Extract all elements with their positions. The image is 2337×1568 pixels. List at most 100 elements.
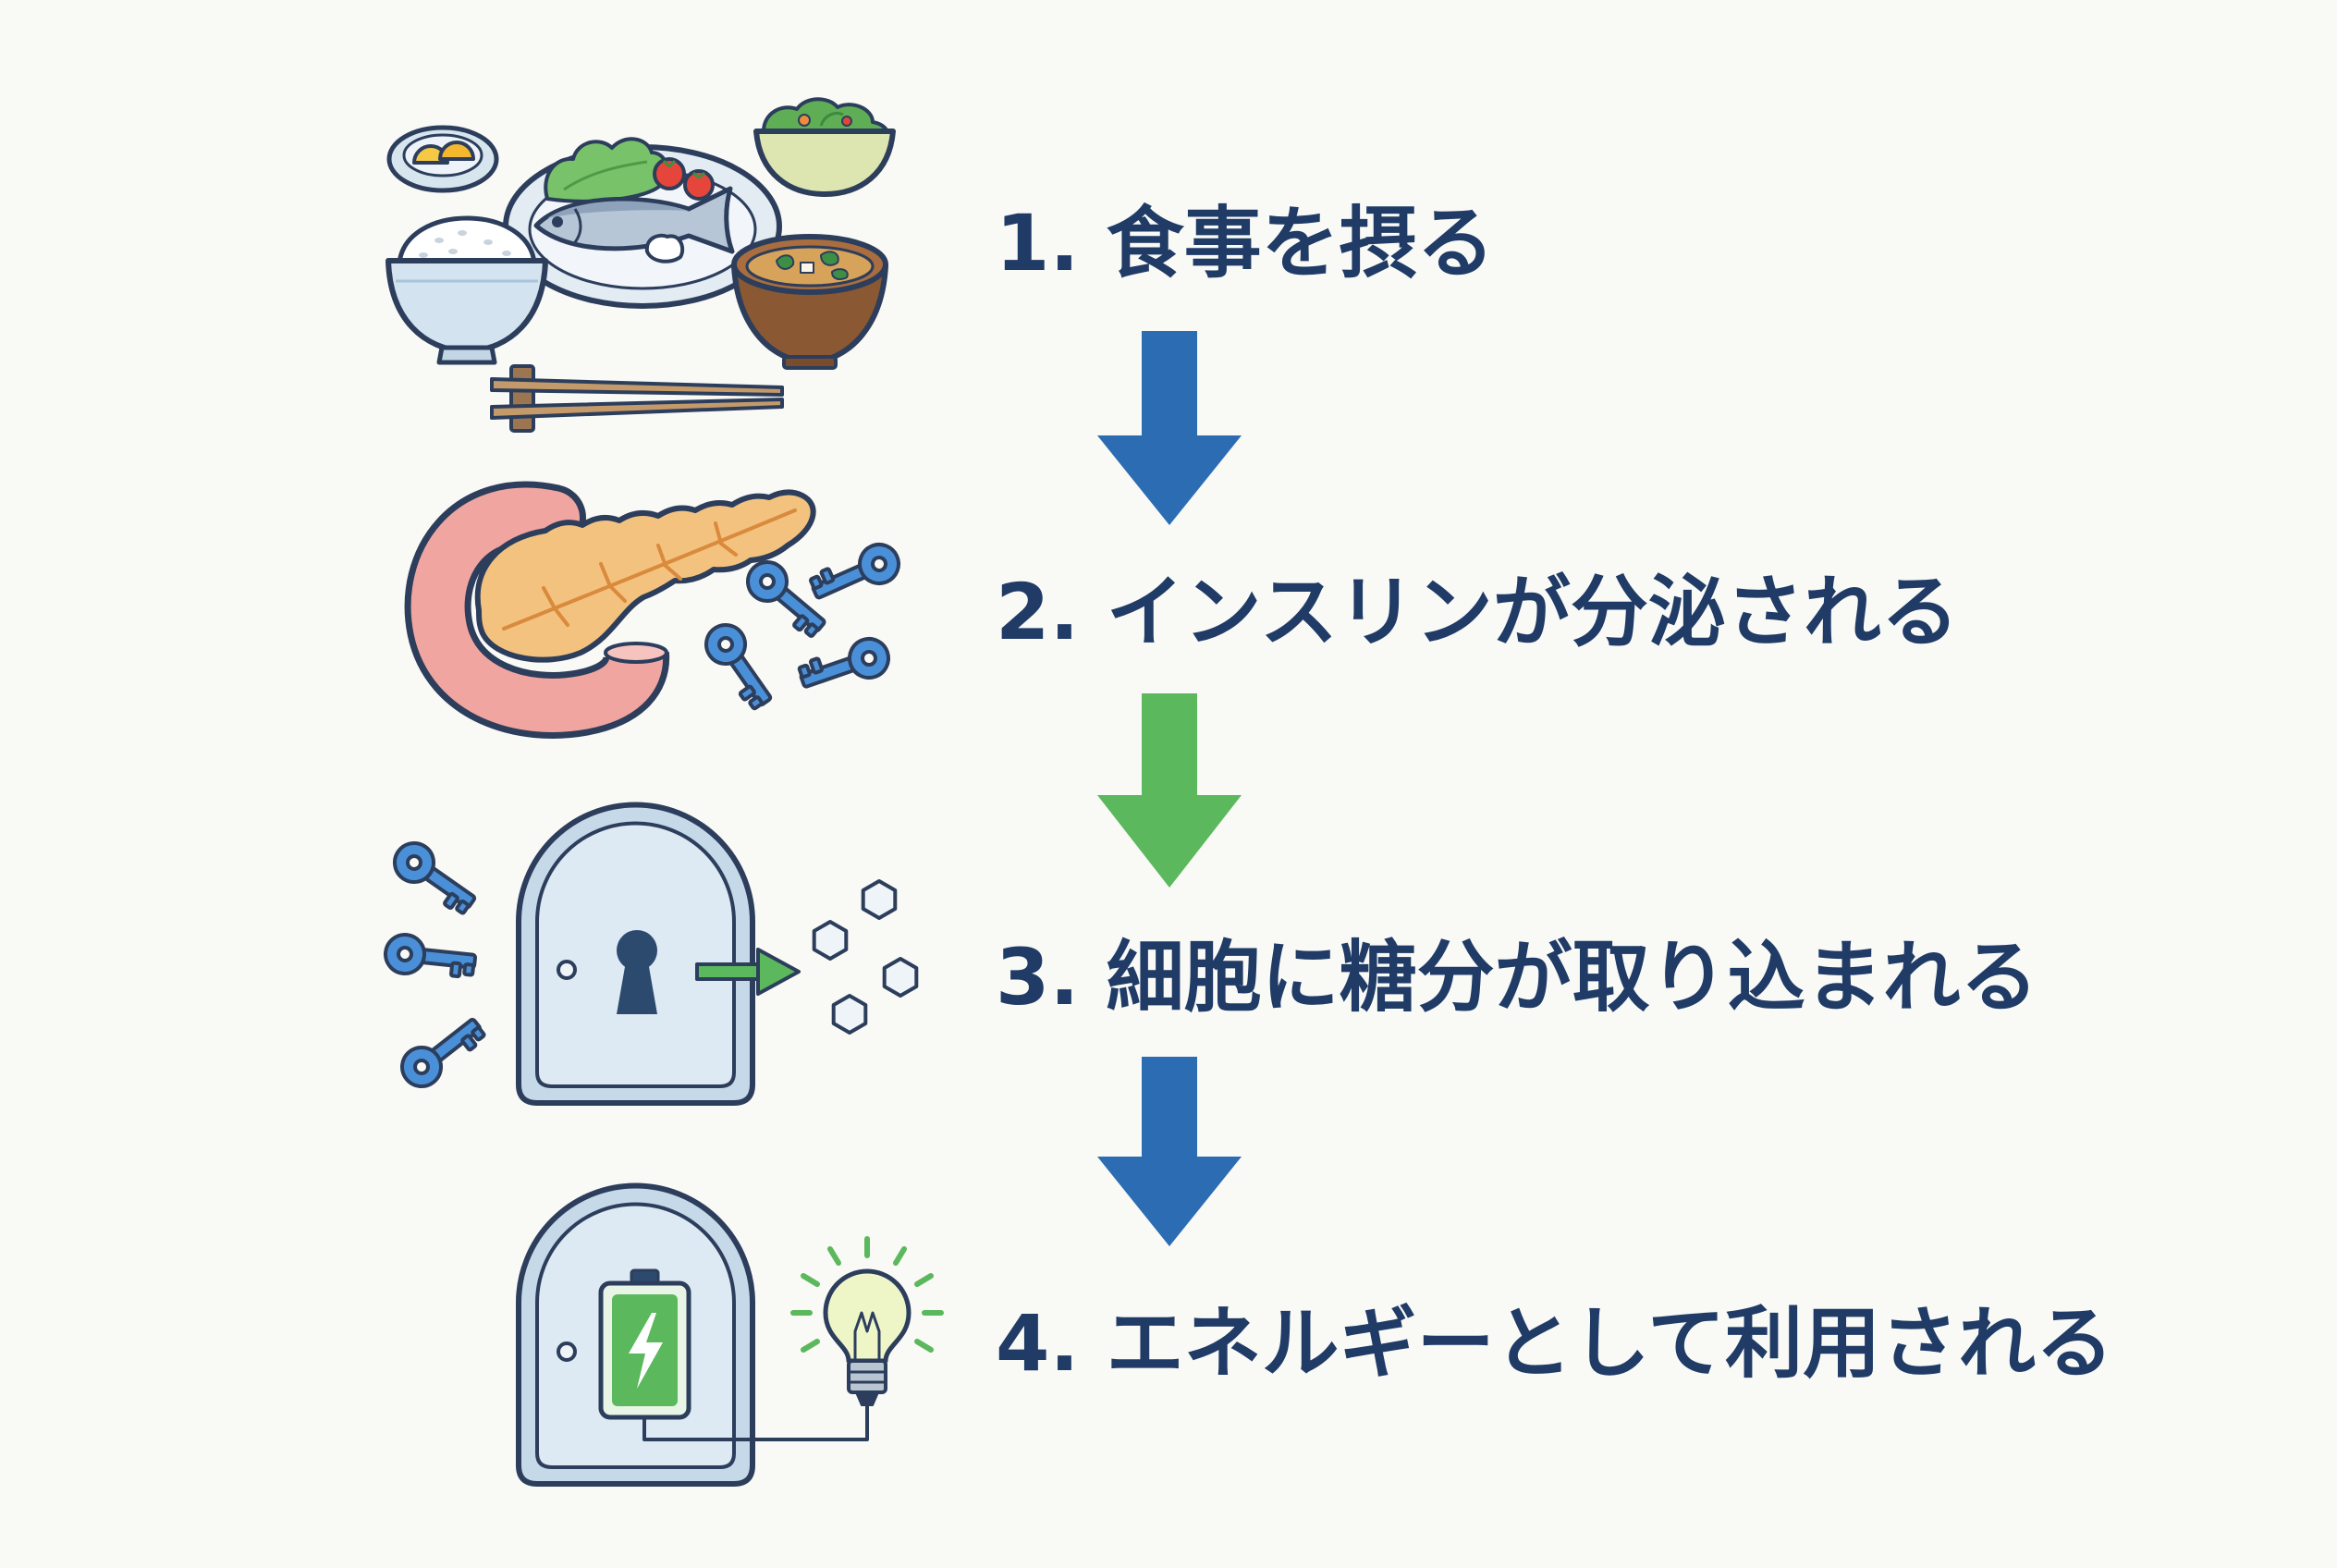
pancreas-branch <box>599 562 612 588</box>
keyhole-top <box>617 930 657 971</box>
glucose-entry-arrow-icon <box>695 948 801 996</box>
meal-icon <box>385 97 896 433</box>
grated-daikon <box>644 233 685 263</box>
battery-lightbulb-icon <box>516 1182 944 1487</box>
light-ray <box>801 1339 820 1353</box>
down-arrow-icon-3 <box>1097 1057 1242 1246</box>
duodenum-tube <box>410 487 664 732</box>
carrot-piece <box>798 114 811 127</box>
chopstick <box>490 377 784 397</box>
light-ray <box>827 1246 841 1266</box>
door-knob <box>557 1341 577 1362</box>
duodenum <box>404 481 670 739</box>
tomato-stem <box>692 171 705 179</box>
down-arrow-icon-1 <box>1097 331 1242 525</box>
glucose-molecules <box>812 879 919 1035</box>
door-knob <box>557 960 577 980</box>
fish-gill <box>573 208 582 243</box>
power-wire <box>642 1405 869 1441</box>
chopsticks <box>490 364 784 433</box>
step-4-label: 4. エネルギーとして利用される <box>996 1298 2114 1389</box>
rice-grain <box>502 251 511 256</box>
bulb-base <box>847 1359 887 1394</box>
arrow-shaft <box>1142 1057 1197 1158</box>
light-rays <box>790 1236 944 1353</box>
key-icon <box>696 615 784 716</box>
down-arrow-icon-2 <box>1097 693 1242 888</box>
step-2-label: 2. インスリンが分泌される <box>996 567 1959 657</box>
glucose-hexagon-icon <box>882 957 919 998</box>
keyhole-slot <box>617 962 657 1014</box>
rice-grain <box>458 230 467 236</box>
pancreas-branch <box>714 521 723 545</box>
pancreas-branch <box>664 564 682 581</box>
carrot-piece <box>841 116 852 127</box>
entry-arrow-shaft <box>695 962 764 981</box>
glucose-hexagon-icon <box>812 920 849 961</box>
battery-icon <box>598 1268 691 1420</box>
rice-bowl-body <box>385 258 548 354</box>
arrow-head <box>1097 435 1242 525</box>
chopstick-rest <box>509 364 535 433</box>
salad-bowl <box>753 97 896 197</box>
arrow-shaft <box>1142 331 1197 437</box>
light-ray <box>914 1339 934 1353</box>
step-1-label: 1. 食事を摂る <box>996 198 1495 288</box>
pancreas-branch <box>542 586 557 610</box>
key-icon <box>381 930 479 983</box>
lightbulb-icon <box>823 1268 912 1406</box>
light-ray <box>893 1246 907 1266</box>
pancreas-branch <box>719 542 738 557</box>
cell-door-keyhole-icon <box>381 802 919 1106</box>
pancreas-branch <box>553 606 569 627</box>
pancreas-icon <box>404 481 907 739</box>
miso-soup-bowl <box>731 234 888 370</box>
rice-grain <box>419 252 428 258</box>
chopstick <box>490 398 784 420</box>
lemon-dish <box>386 125 499 193</box>
lettuce-vein <box>563 160 648 191</box>
glucose-hexagon-icon <box>861 879 898 920</box>
lightning-icon <box>629 1313 663 1389</box>
rice-grain <box>434 238 444 243</box>
rice-grain <box>448 249 458 254</box>
arrow-head <box>1097 1157 1242 1246</box>
tofu-cube <box>800 262 814 274</box>
wakame <box>831 268 849 280</box>
bulb-filament <box>853 1311 881 1361</box>
wakame <box>820 251 839 266</box>
insulin-keys-left <box>381 833 491 1096</box>
key-icon <box>392 1006 491 1096</box>
tomato-stem <box>662 159 677 168</box>
bulb-glass <box>823 1268 912 1364</box>
duodenum-opening <box>604 642 668 664</box>
pancreas-veins <box>502 508 797 631</box>
salad-leaf <box>819 112 844 127</box>
pancreas-branch <box>656 544 667 568</box>
entry-arrow-head <box>756 948 801 996</box>
fish-plate <box>503 137 782 309</box>
fish-eye <box>552 216 563 227</box>
pancreas-main-vein <box>502 508 797 631</box>
salad-bowl-body <box>753 129 896 197</box>
bulb-tip <box>855 1391 879 1406</box>
miso-bowl-foot <box>782 355 838 370</box>
arrow-shaft <box>1142 693 1197 797</box>
glucose-hexagon-icon <box>831 994 868 1035</box>
tomato <box>683 169 715 201</box>
rice-bowl-foot <box>436 345 497 365</box>
arrow-head <box>1097 795 1242 888</box>
key-icon <box>385 833 485 921</box>
light-ray <box>801 1273 820 1287</box>
rice-grain <box>483 239 493 245</box>
light-ray <box>914 1273 934 1287</box>
lemon-slice <box>438 141 475 161</box>
wakame <box>776 254 795 270</box>
key-icon <box>794 631 896 702</box>
pancreas-branch <box>608 584 627 603</box>
step-3-label: 3. 細胞に糖分が取り込まれる <box>996 932 2038 1023</box>
tomato <box>653 157 686 190</box>
rice-mound <box>397 215 537 265</box>
fish-back <box>547 201 689 218</box>
